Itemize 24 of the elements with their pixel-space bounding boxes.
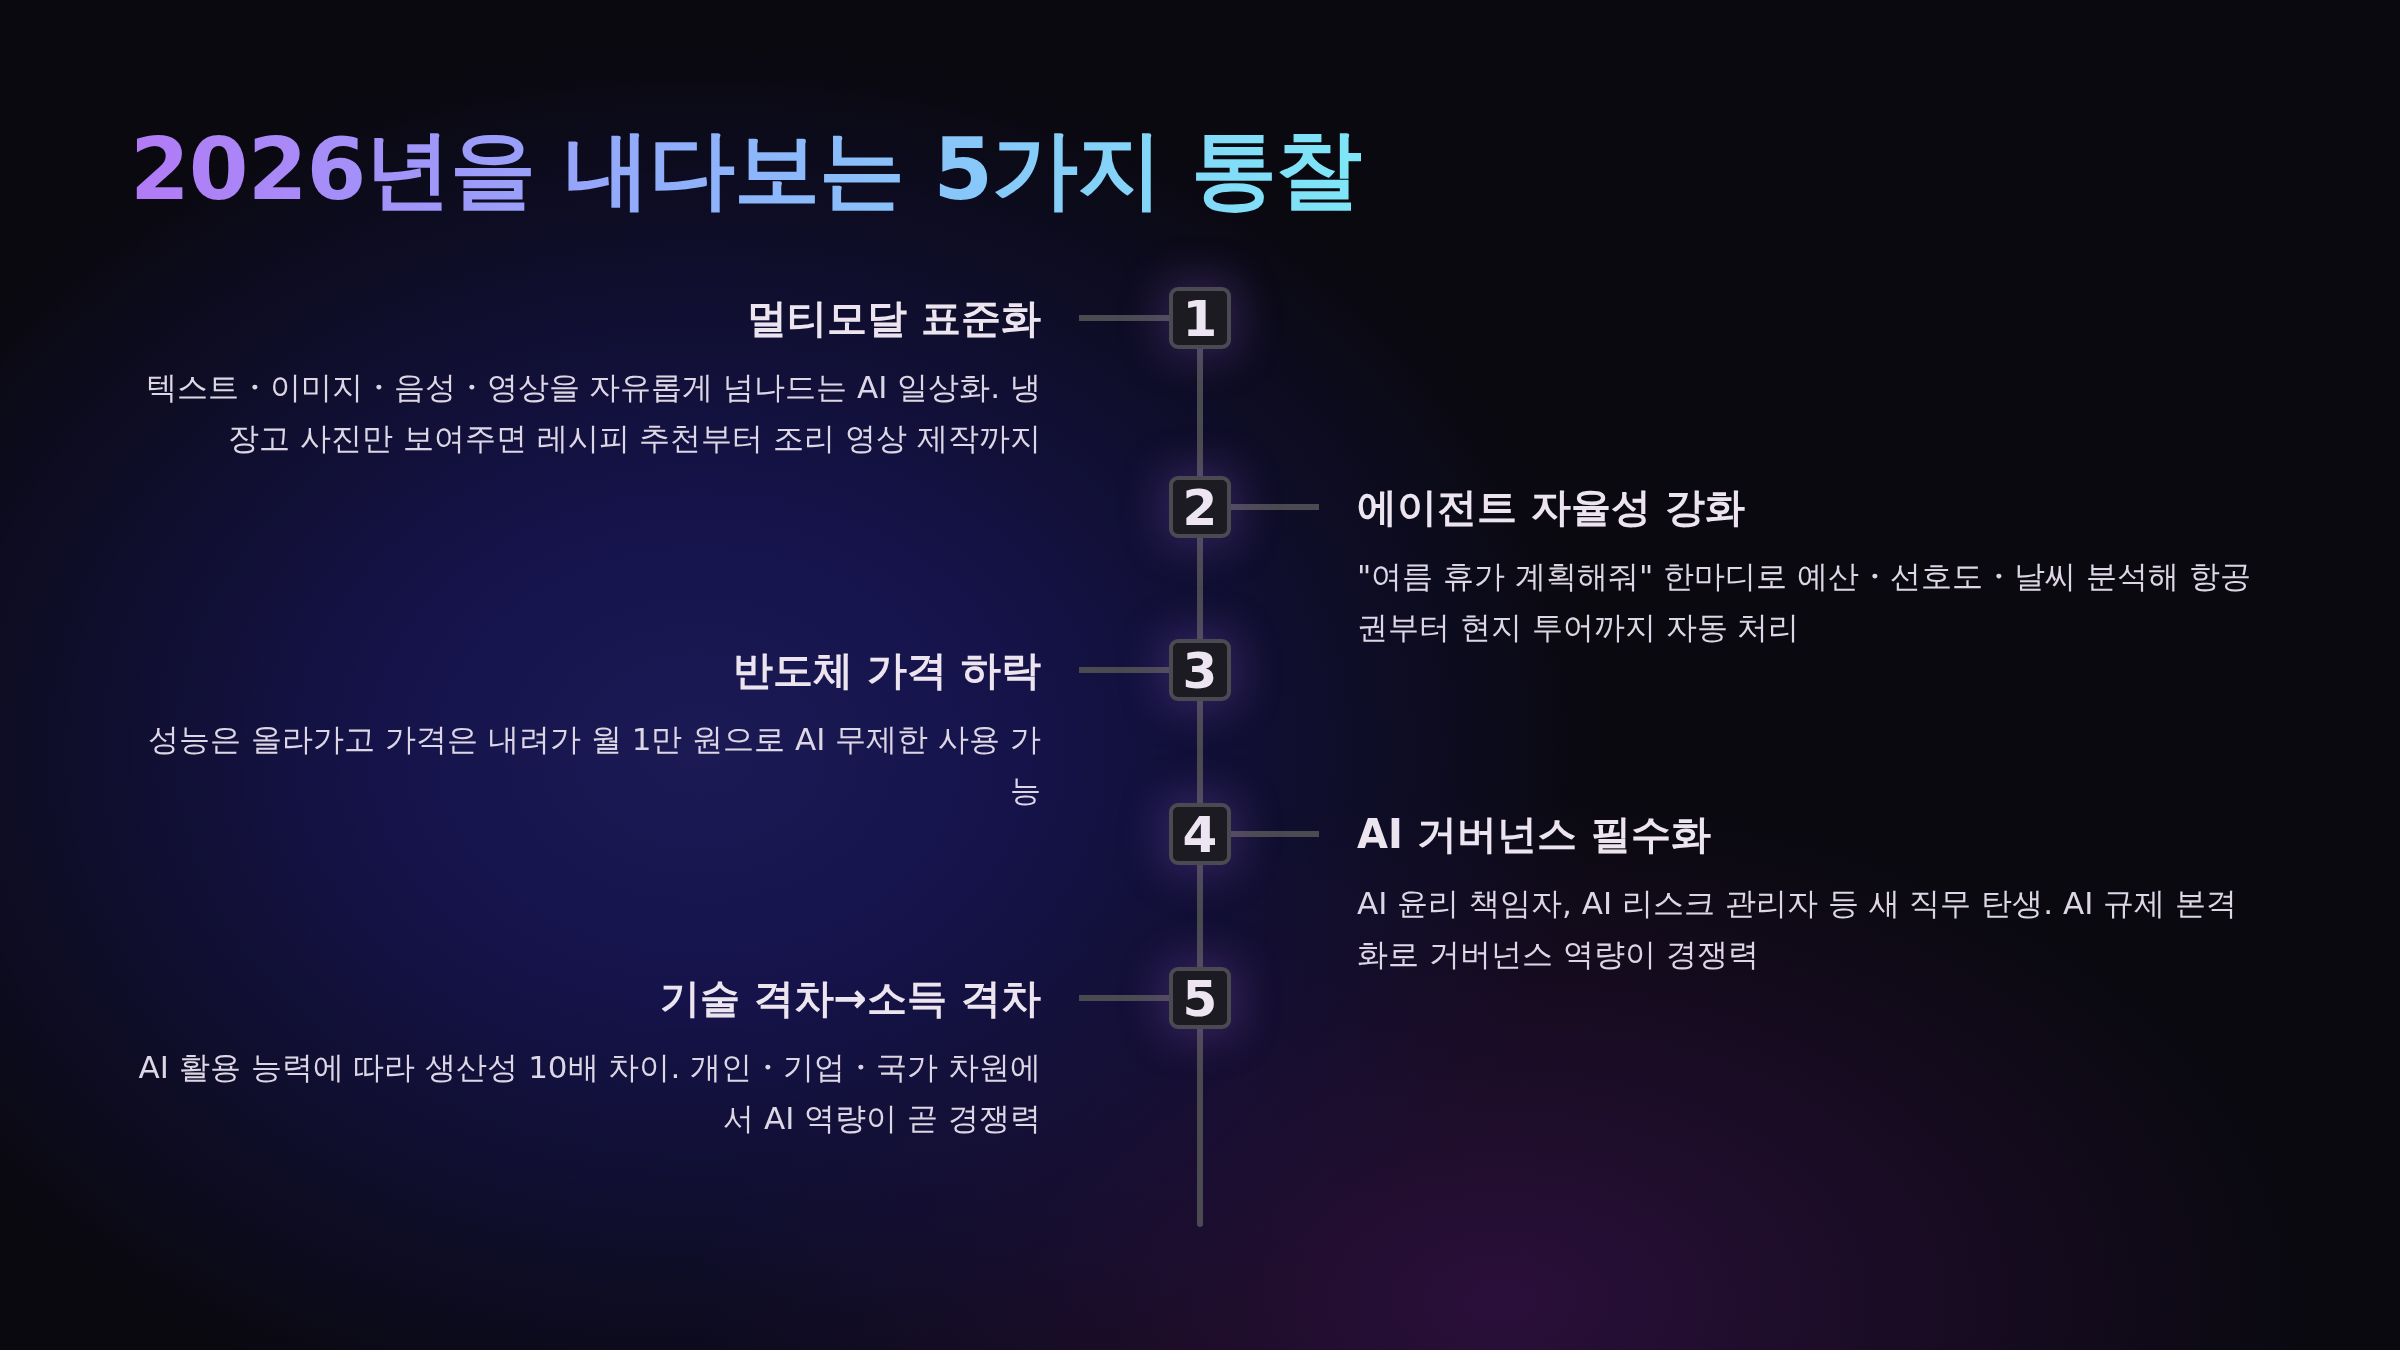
number-badge: 5: [1169, 967, 1231, 1029]
item-description: 텍스트・이미지・음성・영상을 자유롭게 넘나드는 AI 일상화. 냉장고 사진만 보여주면 레시피 추천부터 조리 영상 제작까지: [144, 368, 1041, 458]
connector-line: [1079, 667, 1169, 673]
item-heading: 멀티모달 표준화: [747, 294, 1041, 343]
connector-line: [1079, 315, 1169, 321]
timeline-line: [1197, 538, 1203, 639]
connector-line: [1079, 995, 1169, 1001]
timeline-line: [1197, 349, 1203, 476]
item-heading: 기술 격차→소득 격차: [659, 974, 1041, 1023]
item-description: 성능은 올라가고 가격은 내려가 월 1만 원으로 AI 무제한 사용 가능: [147, 720, 1041, 810]
connector-line: [1231, 504, 1319, 510]
item-description: AI 윤리 책임자, AI 리스크 관리자 등 새 직무 탄생. AI 규제 본격화로 거버넌스 역량이 경쟁력: [1357, 884, 2238, 974]
number-badge: 4: [1169, 803, 1231, 865]
timeline-line: [1197, 865, 1203, 967]
item-heading: 에이전트 자율성 강화: [1357, 483, 1745, 532]
item-description: "여름 휴가 계획해줘" 한마디로 예산・선호도・날씨 분석해 항공권부터 현지 투어까지 자동 처리: [1357, 557, 2252, 647]
connector-line: [1231, 831, 1319, 837]
number-badge: 3: [1169, 639, 1231, 701]
number-badge: 2: [1169, 476, 1231, 538]
timeline-line: [1197, 701, 1203, 803]
number-badge: 1: [1169, 287, 1231, 349]
item-description: AI 활용 능력에 따라 생산성 10배 차이. 개인・기업・국가 차원에서 AI 역량이 곧 경쟁력: [137, 1048, 1041, 1138]
item-heading: AI 거버넌스 필수화: [1357, 810, 1711, 859]
item-heading: 반도체 가격 하락: [733, 646, 1041, 695]
